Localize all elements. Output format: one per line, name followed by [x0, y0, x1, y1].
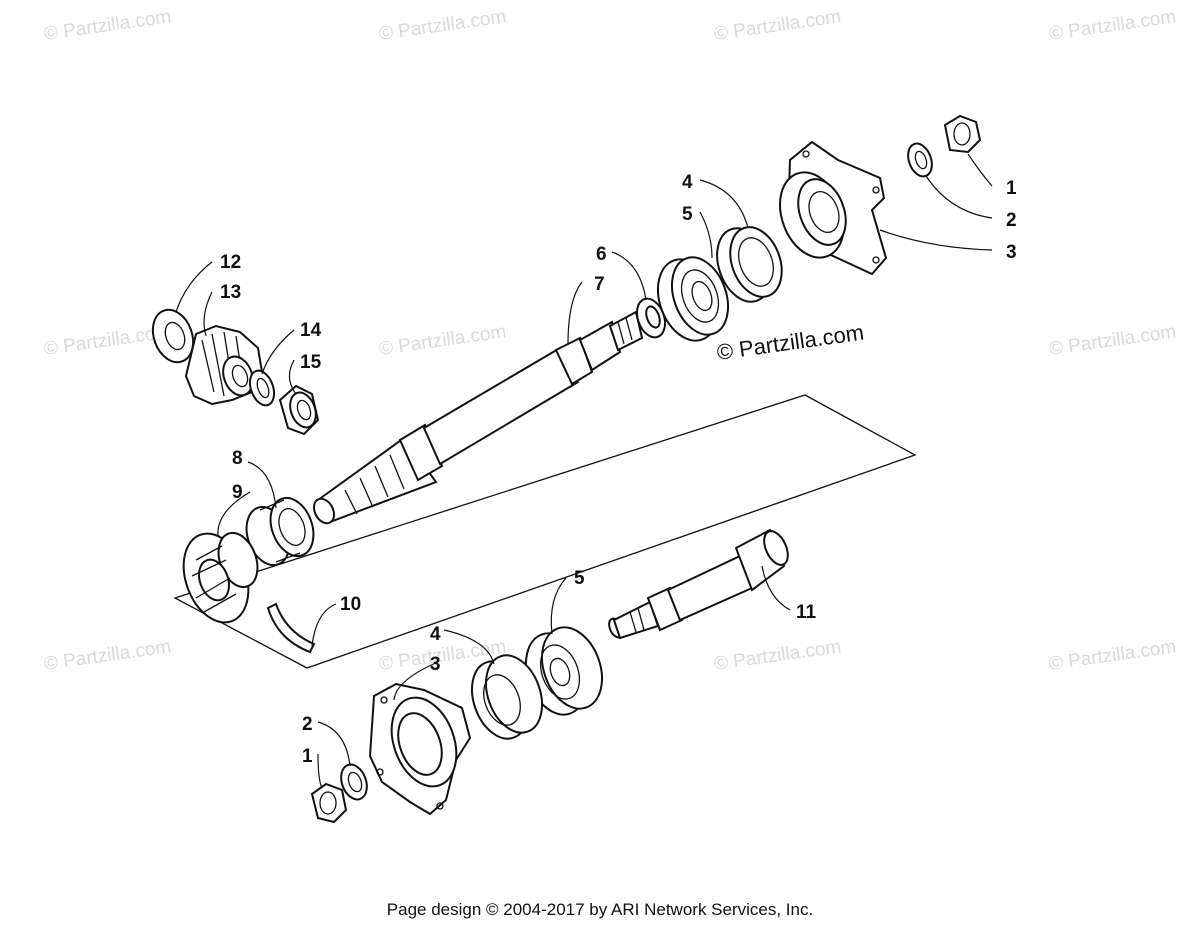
callout-1-lower: 1 — [302, 746, 313, 767]
seal-4-upper — [716, 226, 783, 303]
watermark-8: © Partzilla.com — [43, 636, 173, 675]
washer-2-upper — [907, 142, 933, 178]
callout-2-lower: 2 — [302, 714, 313, 735]
gear-13 — [184, 324, 264, 406]
seal-4-lower — [470, 654, 544, 740]
washer-12 — [151, 308, 195, 364]
callout-2-upper: 2 — [1006, 210, 1017, 231]
watermark-4: © Partzilla.com — [1048, 6, 1178, 45]
callout-4-upper: 4 — [682, 172, 693, 193]
gear-9 — [182, 531, 259, 624]
page-footer: Page design © 2004-2017 by ARI Network S… — [386, 900, 814, 919]
watermark-10: © Partzilla.com — [713, 636, 843, 675]
callout-13: 13 — [220, 282, 241, 303]
watermark-2: © Partzilla.com — [378, 6, 508, 45]
bearing-8 — [245, 496, 315, 567]
callout-3-lower: 3 — [430, 654, 441, 675]
callout-labels: 1 2 3 4 5 6 7 8 9 10 11 12 13 14 15 5 4 … — [220, 172, 1017, 767]
callout-5-lower: 5 — [574, 568, 585, 589]
leader-lines — [175, 153, 993, 789]
hub-3-lower — [368, 682, 472, 816]
callout-11: 11 — [796, 602, 817, 623]
callout-1-upper: 1 — [1006, 178, 1017, 199]
watermark-3: © Partzilla.com — [713, 6, 843, 45]
callout-9: 9 — [232, 482, 243, 503]
callout-7: 7 — [594, 274, 605, 295]
bearing-5-upper — [657, 256, 730, 342]
watermark-7: © Partzilla.com — [1048, 321, 1178, 360]
lower-shaft — [608, 528, 789, 640]
nut-1-lower — [310, 782, 348, 824]
callout-3-upper: 3 — [1006, 242, 1017, 263]
upper-shaft — [312, 310, 644, 525]
assembly-boundary — [173, 394, 917, 669]
callout-14: 14 — [300, 320, 322, 341]
hub-3-upper — [779, 140, 888, 276]
ring-10 — [266, 602, 316, 654]
bushing-15 — [278, 384, 320, 436]
watermark-11: © Partzilla.com — [1048, 636, 1178, 675]
washer-14 — [248, 369, 276, 407]
watermark-6: © Partzilla.com — [378, 321, 508, 360]
nut-1-upper — [943, 114, 982, 154]
callout-6: 6 — [596, 244, 607, 265]
callout-12: 12 — [220, 252, 241, 273]
washer-6 — [635, 297, 667, 339]
callout-8: 8 — [232, 448, 243, 469]
center-copyright: © Partzilla.com — [715, 320, 865, 365]
callout-4-lower: 4 — [430, 624, 441, 645]
callout-15: 15 — [300, 352, 322, 373]
callout-5-upper: 5 — [682, 204, 693, 225]
washer-2-lower — [340, 763, 368, 801]
callout-10: 10 — [340, 594, 361, 615]
watermark-1: © Partzilla.com — [43, 6, 173, 45]
